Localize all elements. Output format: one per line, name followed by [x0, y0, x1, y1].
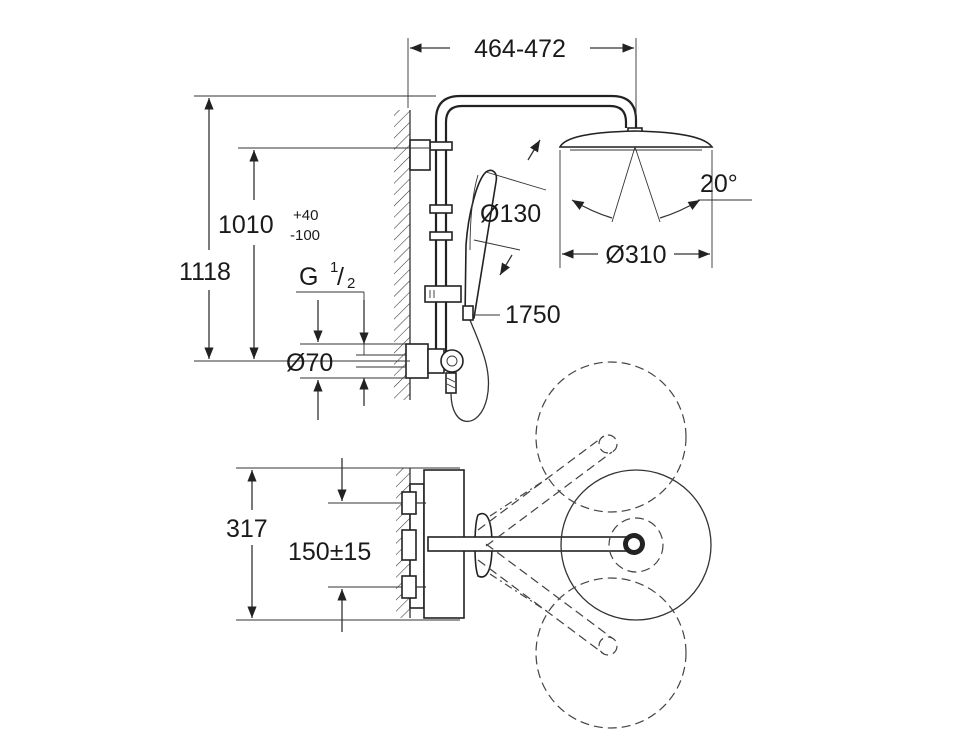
hand-shower-diameter-label: Ø130	[480, 200, 541, 228]
dim-tilt-angle: 20°	[700, 170, 738, 198]
dim-outlet-height: 1010 +40 -100	[218, 147, 430, 359]
thread-denominator: 2	[347, 275, 355, 292]
svg-text:/: /	[337, 263, 344, 291]
dim-thread: G 1 / 2	[296, 259, 369, 406]
plan-view: 317 150±15	[226, 361, 712, 729]
shower-hose	[450, 319, 490, 423]
dim-plan-depth: 317	[226, 467, 460, 621]
dim-hose-length: 1750	[472, 301, 561, 329]
dim-flange-diameter: Ø70	[286, 300, 406, 420]
head-shower	[558, 127, 714, 151]
dim-head-shower-diameter: Ø310	[559, 150, 713, 269]
head-shower-plan	[560, 469, 712, 621]
outlet-height-label: 1010	[218, 211, 274, 239]
outlet-tolerance-minus: -100	[290, 227, 320, 244]
thread-numerator: 1	[330, 259, 338, 276]
dim-hand-shower-diameter: Ø130	[473, 139, 547, 276]
spray-angle-lines	[571, 146, 752, 223]
hand-shower	[462, 169, 498, 321]
plan-depth-label: 317	[226, 515, 268, 543]
shower-arm-plan	[427, 533, 645, 555]
tilt-angle-label: 20°	[700, 170, 738, 198]
swivel-positions	[477, 361, 687, 729]
outlet-tolerance-plus: +40	[293, 207, 318, 224]
thermostat-mixer	[405, 343, 464, 394]
hose-length-label: 1750	[505, 301, 561, 329]
centre-distance-label: 150±15	[288, 538, 371, 566]
head-reach-label: 464-472	[474, 35, 566, 63]
dim-total-height: 1118	[179, 95, 436, 362]
hand-shower-holder	[424, 285, 462, 303]
total-height-label: 1118	[179, 258, 231, 286]
elevation-view: 464-472 1118 1010 +40 -100 G 1 / 2	[179, 35, 752, 423]
thread-label: G	[299, 263, 318, 291]
dim-centre-distance: 150±15	[288, 458, 402, 632]
flange-diameter-label: Ø70	[286, 349, 333, 377]
head-shower-diameter-label: Ø310	[605, 241, 666, 269]
shower-riser-pipe	[409, 94, 638, 355]
dim-head-reach: 464-472	[407, 35, 637, 120]
